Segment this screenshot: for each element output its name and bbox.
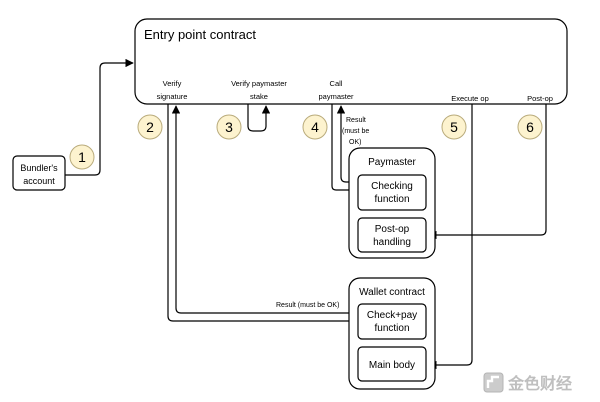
check-pay-line1: Check+pay (367, 310, 417, 321)
postop-handling-line2: handling (373, 237, 411, 248)
badge-5 (441, 114, 467, 140)
result-paymaster-line1: Result (346, 117, 366, 124)
entry-point-box (134, 18, 568, 105)
entry-point-title: Entry point contract (144, 27, 256, 42)
arrow-bundler-to-entry (65, 58, 134, 176)
wallet-contract: Wallet contract Check+pay function Main … (348, 277, 436, 390)
arrow-wallet-result (171, 105, 356, 314)
badge-1 (69, 144, 95, 170)
checking-function-line1: Checking (371, 181, 413, 192)
connectors (65, 58, 547, 370)
badge-2 (137, 114, 163, 140)
badge-1-label: 1 (78, 149, 86, 165)
arrow-verify-to-wallet (167, 104, 357, 326)
watermark-logo-icon (483, 372, 504, 393)
watermark: 金色财经 (483, 372, 572, 393)
arrow-paymaster-result (336, 105, 356, 183)
postop-handling-line1: Post-op (375, 224, 410, 235)
badge-3-label: 3 (225, 119, 233, 135)
paymaster-contract: Paymaster Checking function Post-op hand… (348, 147, 436, 259)
result-paymaster-line3: OK) (349, 139, 361, 146)
arrow-call-paymaster (331, 104, 357, 195)
main-body-box (357, 346, 427, 382)
paymaster-title: Paymaster (368, 157, 416, 168)
bundler-line2: account (23, 176, 55, 186)
checking-function-line2: function (374, 194, 409, 205)
step-verify-signature-line2: signature (157, 92, 188, 101)
wallet-title: Wallet contract (359, 287, 425, 298)
badge-2-label: 2 (146, 119, 154, 135)
watermark-text: 金色财经 (507, 374, 572, 393)
entry-point-contract: Entry point contract Verify signature Ve… (134, 18, 568, 105)
main-body-label: Main body (369, 360, 415, 371)
check-pay-box (357, 303, 427, 340)
step-verify-signature-line1: Verify (163, 79, 182, 88)
arrow-post-op (428, 104, 547, 240)
bundler-account: Bundler's account (12, 155, 66, 191)
badge-6-label: 6 (526, 119, 534, 135)
arrow-execute-op (428, 104, 473, 370)
checking-function-box (357, 174, 427, 211)
step-post-op: Post-op (527, 94, 553, 103)
badge-3 (216, 114, 242, 140)
step-call-paymaster-line1: Call (330, 79, 343, 88)
step-execute-op: Execute op (451, 94, 489, 103)
badge-5-label: 5 (450, 119, 458, 135)
badge-4 (302, 114, 328, 140)
step-badges: 1 2 3 4 5 6 (69, 114, 543, 170)
badge-6 (517, 114, 543, 140)
result-wallet-label: Result (must be OK) (276, 302, 339, 309)
step-verify-paymaster-line2: stake (250, 92, 268, 101)
postop-handling-box (357, 217, 427, 253)
step-verify-paymaster-line1: Verify paymaster (231, 79, 287, 88)
annotations: Result (must be OK) Result (must be OK) (276, 117, 369, 309)
step-call-paymaster-line2: paymaster (318, 92, 354, 101)
bundler-line1: Bundler's (20, 163, 58, 173)
bundler-box (12, 155, 66, 191)
arrow-stake-loop (247, 104, 271, 132)
check-pay-line2: function (374, 323, 409, 334)
result-paymaster-line2: (must be (342, 128, 369, 135)
badge-4-label: 4 (311, 119, 319, 135)
